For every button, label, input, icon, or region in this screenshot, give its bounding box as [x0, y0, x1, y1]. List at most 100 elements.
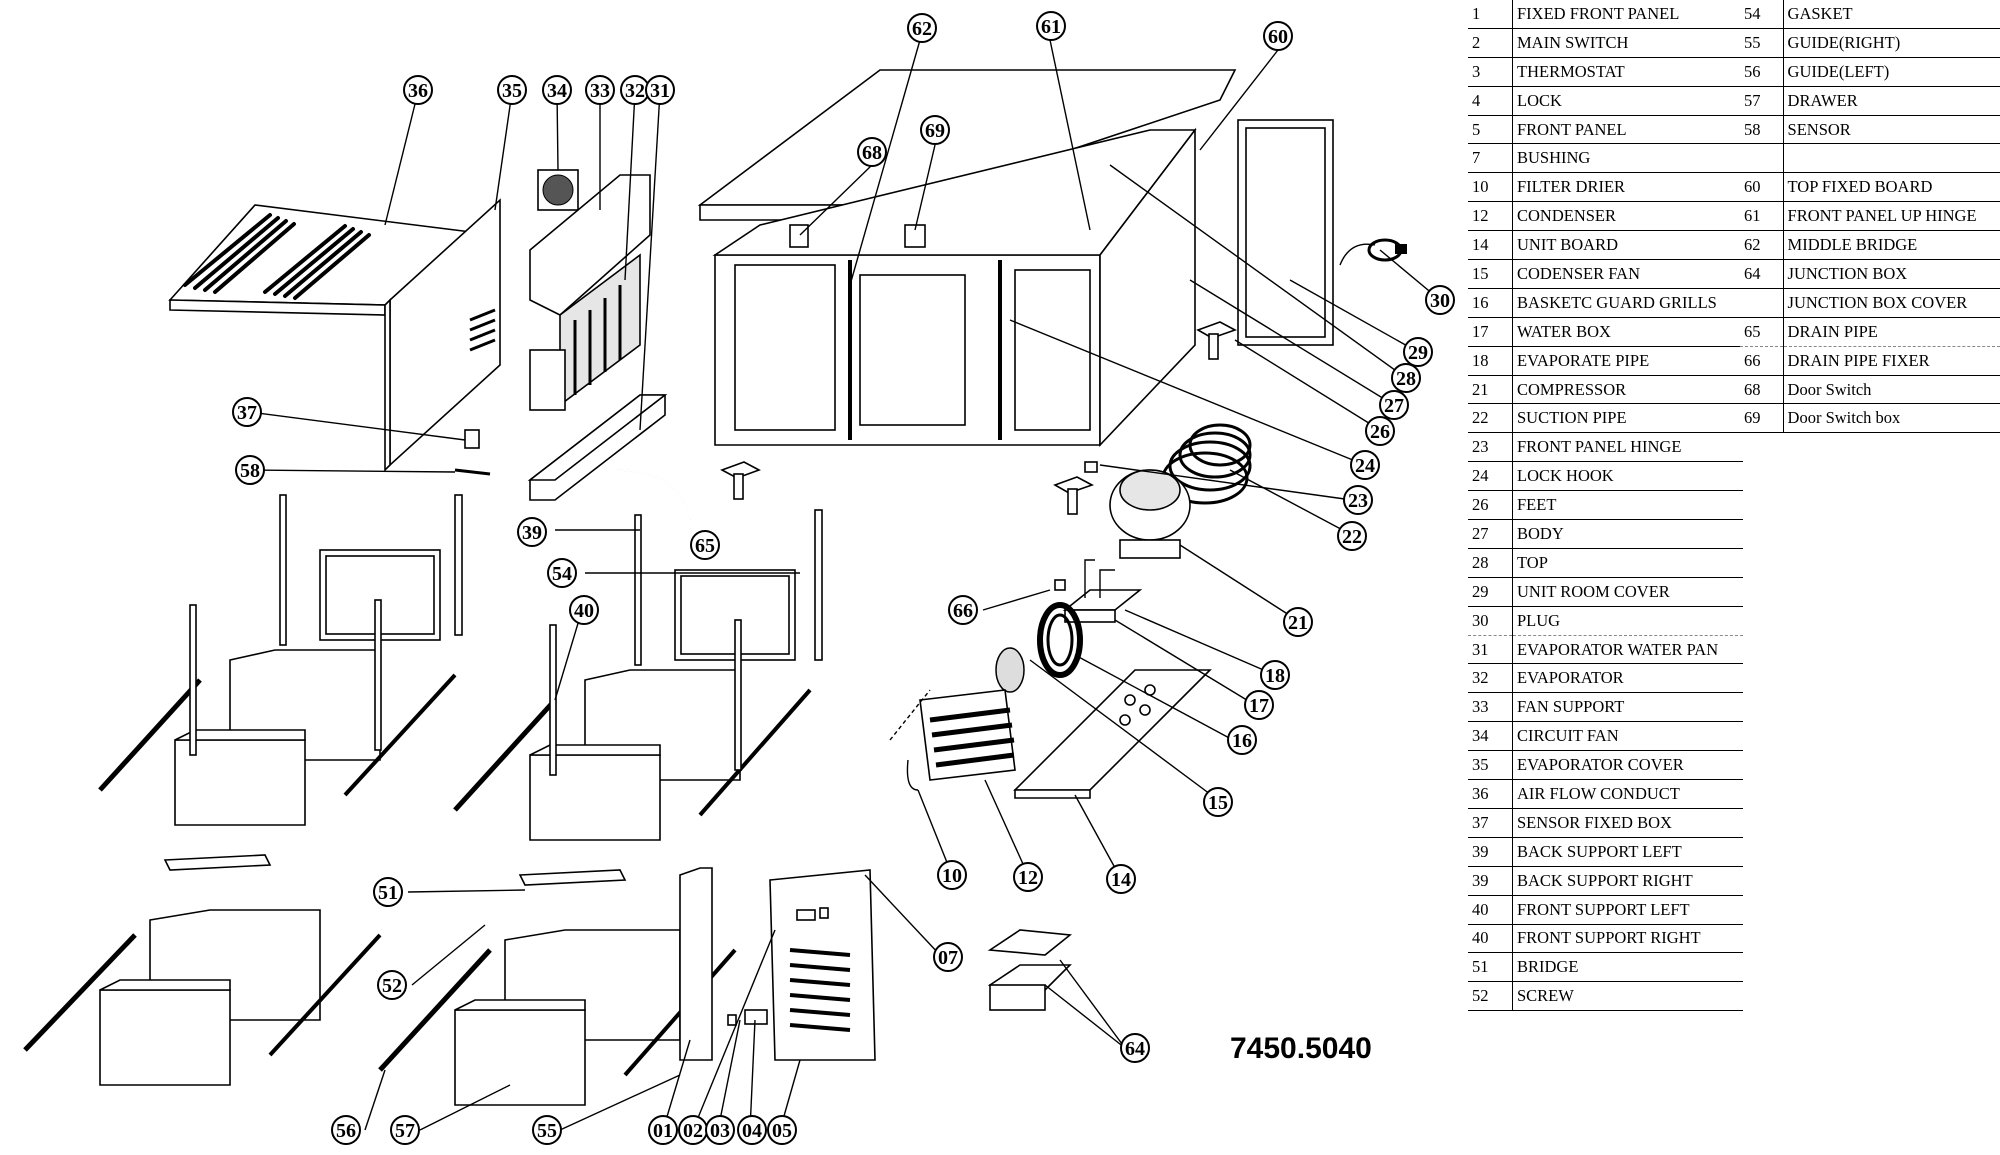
callout-64: 64 — [1120, 1033, 1150, 1063]
part-number: 33 — [1468, 692, 1513, 723]
svg-text:07: 07 — [938, 947, 958, 969]
callout-32: 32 — [620, 75, 650, 105]
callout-28: 28 — [1391, 363, 1421, 393]
callout-36: 36 — [403, 75, 433, 105]
svg-text:64: 64 — [1125, 1038, 1145, 1060]
part-name: SENSOR — [1783, 115, 2000, 145]
part-number: 68 — [1740, 375, 1784, 405]
part-name: FIXED FRONT PANEL — [1512, 0, 1743, 29]
callout-66: 66 — [948, 595, 978, 625]
evaporator-water-pan-part — [527, 394, 668, 501]
plug-part — [1339, 238, 1407, 266]
part-number: 10 — [1468, 172, 1513, 203]
callout-55: 55 — [532, 1115, 562, 1145]
part-name: GASKET — [1783, 0, 2000, 29]
part-number: 36 — [1468, 779, 1513, 809]
callout-56: 56 — [331, 1115, 361, 1145]
part-name: FRONT PANEL — [1512, 115, 1743, 145]
part-number: 61 — [1740, 201, 1784, 232]
callout-26: 26 — [1365, 416, 1395, 446]
circuit-fan-part — [537, 169, 579, 211]
callout-57: 57 — [390, 1115, 420, 1145]
door-switch-box-part — [904, 224, 926, 248]
callout-69: 69 — [920, 115, 950, 145]
evaporator-part — [529, 253, 641, 411]
svg-text:52: 52 — [382, 975, 402, 997]
junction-box-part — [987, 929, 1073, 1011]
callout-27: 27 — [1379, 390, 1409, 420]
part-number: 21 — [1468, 375, 1513, 405]
svg-text:60: 60 — [1268, 26, 1288, 48]
part-number: 28 — [1468, 548, 1513, 578]
part-number: 65 — [1740, 317, 1784, 347]
svg-text:23: 23 — [1348, 490, 1368, 512]
callout-02: 02 — [678, 1115, 708, 1145]
cabinet-body-part — [697, 69, 1237, 448]
part-number: 35 — [1468, 750, 1513, 781]
part-number: 29 — [1468, 577, 1513, 607]
svg-text:69: 69 — [925, 120, 945, 142]
part-number: 39 — [1468, 837, 1513, 867]
part-number: 66 — [1740, 346, 1784, 376]
svg-text:03: 03 — [710, 1120, 730, 1142]
svg-text:16: 16 — [1232, 730, 1252, 752]
lower-left-drawer-assembly — [23, 854, 382, 1086]
svg-text:27: 27 — [1384, 395, 1404, 417]
callout-17: 17 — [1244, 690, 1274, 720]
part-name: BRIDGE — [1512, 952, 1743, 983]
part-name — [1783, 143, 2000, 174]
callout-37: 37 — [232, 397, 262, 427]
door-switch-part — [789, 224, 809, 248]
svg-text:62: 62 — [912, 18, 932, 40]
part-name: CODENSER FAN — [1512, 259, 1743, 289]
svg-text:21: 21 — [1288, 612, 1308, 634]
part-name: SENSOR FIXED BOX — [1512, 808, 1743, 838]
part-name: THERMOSTAT — [1512, 57, 1743, 87]
part-number: 24 — [1468, 461, 1513, 492]
part-number: 15 — [1468, 259, 1513, 289]
svg-text:40: 40 — [574, 600, 594, 622]
svg-text:57: 57 — [395, 1120, 415, 1142]
part-number: 40 — [1468, 924, 1513, 954]
water-box-part — [1062, 559, 1143, 623]
callout-62: 62 — [907, 13, 937, 43]
callout-60: 60 — [1263, 21, 1293, 51]
evaporator-cover-part — [384, 198, 501, 472]
callout-34: 34 — [542, 75, 572, 105]
part-number: 62 — [1740, 230, 1784, 261]
callout-51: 51 — [373, 877, 403, 907]
svg-text:26: 26 — [1370, 421, 1390, 443]
part-number: 31 — [1468, 635, 1513, 665]
part-number: 32 — [1468, 663, 1513, 694]
callout-52: 52 — [377, 970, 407, 1000]
part-name: FAN SUPPORT — [1512, 692, 1743, 723]
callout-54: 54 — [547, 558, 577, 588]
callout-40: 40 — [569, 595, 599, 625]
part-name: Door Switch box — [1783, 403, 2000, 434]
callout-39: 39 — [517, 517, 547, 547]
callout-07: 07 — [933, 942, 963, 972]
svg-text:54: 54 — [552, 563, 572, 585]
part-number: 3 — [1468, 57, 1513, 87]
part-number: 26 — [1468, 490, 1513, 521]
callout-35: 35 — [497, 75, 527, 105]
part-number: 4 — [1468, 86, 1513, 116]
part-number: 17 — [1468, 317, 1513, 347]
